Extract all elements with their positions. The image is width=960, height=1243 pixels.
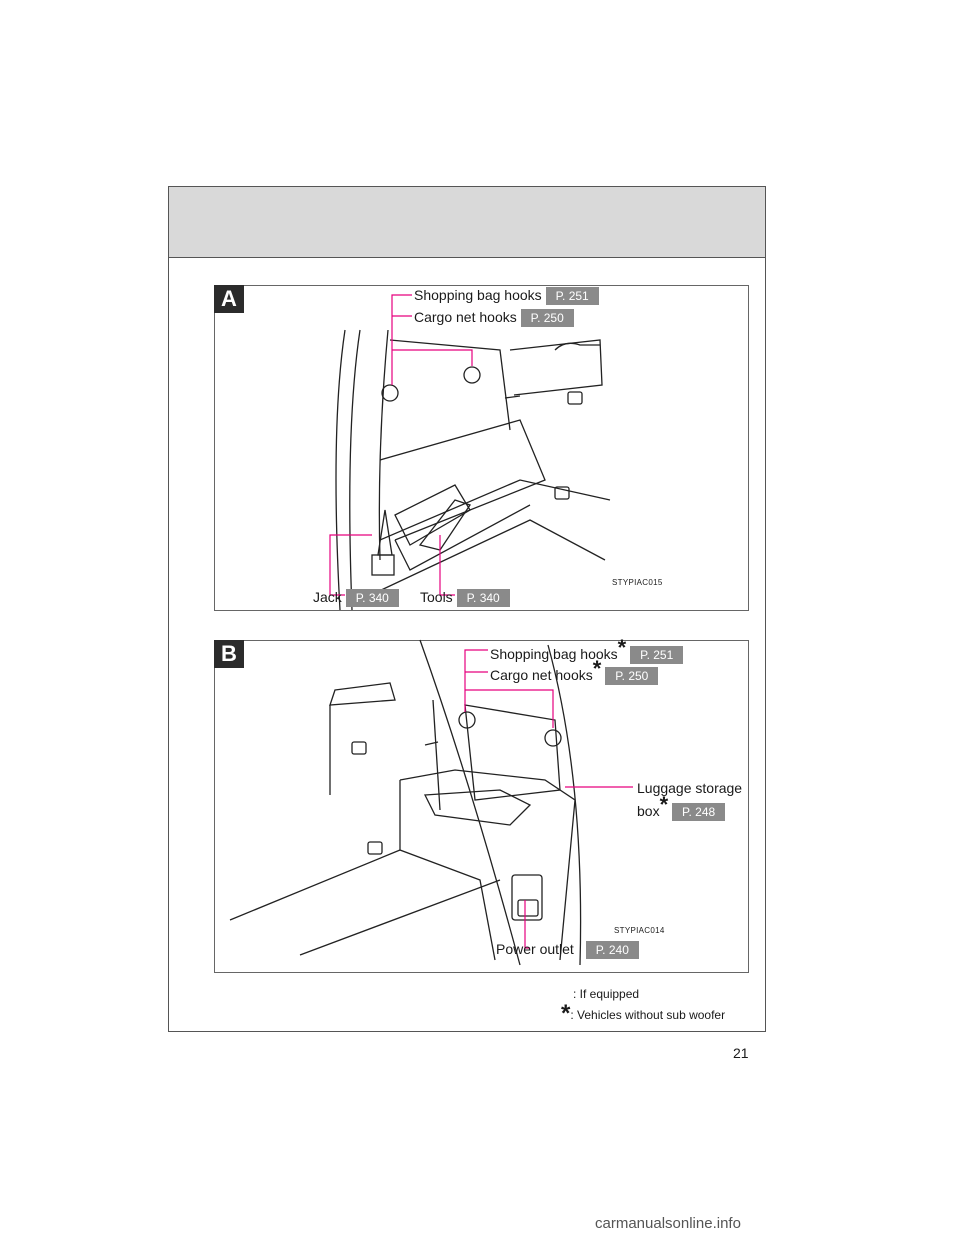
callout-a-shopping-bag-hooks: Shopping bag hooks P. 251 bbox=[414, 286, 599, 306]
panel-letter-a: A bbox=[214, 285, 244, 313]
page-ref-badge[interactable]: P. 250 bbox=[605, 667, 659, 686]
asterisk-mark: * bbox=[659, 792, 669, 817]
page-number: 21 bbox=[733, 1045, 749, 1061]
callout-a-cargo-net-hooks: Cargo net hooks P. 250 bbox=[414, 308, 574, 328]
page-ref-badge[interactable]: P. 240 bbox=[585, 941, 639, 960]
shopping-bag-hooks-label: Shopping bag hooks bbox=[490, 646, 618, 662]
callout-b-power-outlet: Power outlet P. 240 bbox=[496, 940, 639, 960]
asterisk-mark: * bbox=[561, 1000, 571, 1027]
panel-b-leader-lines bbox=[464, 649, 633, 949]
panel-letter-b: B bbox=[214, 640, 244, 668]
panel-a-leader-lines bbox=[329, 294, 473, 596]
legend-line-2-text: : Vehicles without sub woofer bbox=[570, 1008, 726, 1022]
callout-b-luggage-storage-line2: box* P. 248 bbox=[637, 794, 726, 822]
footnote-legend: : If equipped *: Vehicles without sub wo… bbox=[561, 985, 726, 1027]
legend-line-2: *: Vehicles without sub woofer bbox=[561, 1000, 726, 1027]
tools-label: Tools bbox=[420, 589, 453, 605]
callout-b-shopping-bag-hooks: Shopping bag hooks* P. 251 bbox=[490, 637, 684, 665]
illustration-panel-a: A bbox=[214, 285, 749, 611]
legend-line-1: : If equipped bbox=[573, 987, 640, 1001]
page-ref-badge[interactable]: P. 340 bbox=[456, 589, 510, 608]
page-ref-badge[interactable]: P. 248 bbox=[672, 803, 726, 822]
callout-a-jack: Jack P. 340 bbox=[313, 588, 399, 608]
asterisk-mark: * bbox=[617, 635, 627, 660]
image-code-b: STYPIAC014 bbox=[614, 926, 665, 935]
cargo-net-hooks-label: Cargo net hooks bbox=[490, 667, 593, 683]
callout-b-cargo-net-hooks: Cargo net hooks* P. 250 bbox=[490, 658, 659, 686]
panel-b-cargo-drawing bbox=[229, 639, 582, 966]
page-ref-badge[interactable]: P. 250 bbox=[520, 309, 574, 328]
watermark: carmanualsonline.info bbox=[595, 1215, 741, 1232]
page-frame bbox=[168, 186, 766, 1032]
callout-a-tools: Tools P. 340 bbox=[420, 588, 510, 608]
shopping-bag-hooks-label: Shopping bag hooks bbox=[414, 287, 542, 303]
page-ref-badge[interactable]: P. 251 bbox=[630, 646, 684, 665]
page-ref-badge[interactable]: P. 251 bbox=[545, 287, 599, 306]
callout-b-luggage-storage-line1: Luggage storage bbox=[637, 779, 742, 797]
panel-a-cargo-drawing bbox=[335, 329, 611, 611]
power-outlet-label: Power outlet bbox=[496, 941, 574, 957]
jack-label: Jack bbox=[313, 589, 342, 605]
image-code-a: STYPIAC015 bbox=[612, 578, 663, 587]
luggage-storage-label: Luggage storage bbox=[637, 780, 743, 796]
cargo-net-hooks-label: Cargo net hooks bbox=[414, 309, 517, 325]
page-header-band bbox=[168, 186, 766, 258]
page-ref-badge[interactable]: P. 340 bbox=[345, 589, 399, 608]
asterisk-mark: * bbox=[592, 656, 602, 681]
luggage-storage-box-label: box bbox=[637, 803, 660, 819]
illustration-panel-b: B bbox=[214, 640, 749, 973]
